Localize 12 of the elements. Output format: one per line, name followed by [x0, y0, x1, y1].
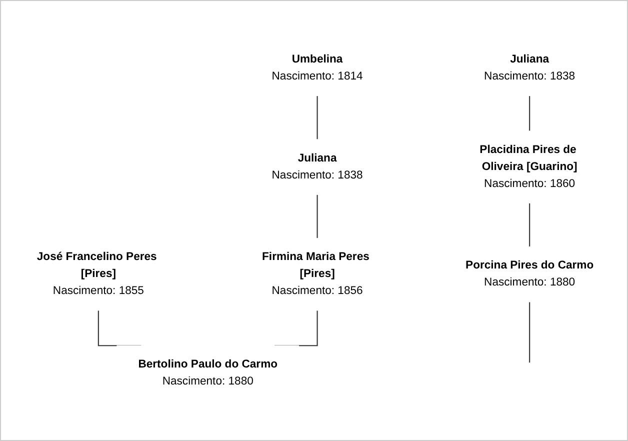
node-text: Firmina Maria Peres [Pires] Nascimento: 1856: [262, 250, 370, 297]
node-text: Juliana Nascimento: 1838: [272, 152, 363, 181]
connector: [529, 202, 530, 248]
node-text: Umbelina Nascimento: 1814: [272, 53, 363, 82]
connector: [529, 96, 530, 132]
connector: [316, 194, 318, 239]
node-text: Porcina Pires do Carmo Nascimento: 1880: [466, 259, 594, 288]
node-text: José Francelino Peres [Pires] Nascimento: 1855: [36, 250, 157, 297]
node-text: Placidina Pires de Oliveira [Guarino] Nascimento: 1860: [480, 144, 578, 190]
node-text: Juliana Nascimento: 1838: [484, 53, 576, 82]
connector: [316, 96, 318, 140]
connector: [529, 302, 530, 363]
